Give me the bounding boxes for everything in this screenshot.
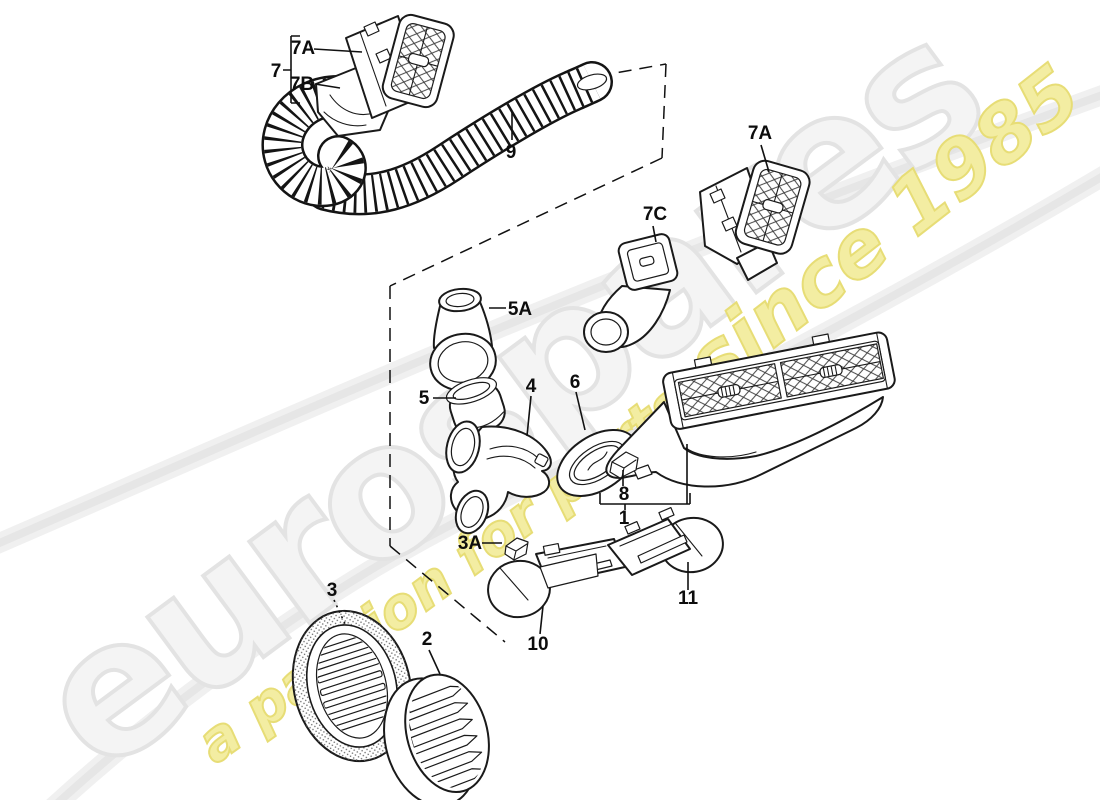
vent-face-7a-top xyxy=(381,13,455,109)
vent-assembly-7-top-left xyxy=(315,13,455,137)
vent-face-7a-right xyxy=(734,159,811,255)
part-label-11: 11 xyxy=(678,588,699,609)
part-label-9: 9 xyxy=(506,142,517,163)
part-label-5: 5 xyxy=(419,388,430,409)
duct-10 xyxy=(487,538,626,619)
center-vent-assembly-1 xyxy=(605,331,896,488)
duct-11 xyxy=(607,506,724,576)
clip-3a xyxy=(504,537,529,561)
part-label-3a: 3A xyxy=(458,533,483,554)
part-label-10: 10 xyxy=(527,634,548,655)
part-label-3: 3 xyxy=(327,580,338,601)
part-label-7: 7 xyxy=(271,61,282,82)
part-number-labels: 7A 7 7B 9 7A 7C 5A 5 4 6 8 1 3A 10 11 3 2 xyxy=(271,38,773,655)
part-label-7c: 7C xyxy=(643,204,668,225)
corrugated-hose xyxy=(261,61,613,216)
part-label-5a: 5A xyxy=(508,299,533,320)
oval-vent-3 xyxy=(291,609,413,763)
part-label-4: 4 xyxy=(526,376,537,397)
elbow-5a xyxy=(429,287,497,392)
oval-vent-2 xyxy=(383,673,490,800)
part-label-7a-left: 7A xyxy=(291,38,316,59)
part-label-2: 2 xyxy=(422,629,433,650)
y-duct-4 xyxy=(445,420,552,535)
part-label-7a-right: 7A xyxy=(748,123,773,144)
vent-grille-1 xyxy=(662,331,896,430)
gasket-6 xyxy=(556,429,638,497)
part-label-8: 8 xyxy=(619,484,630,505)
duct-7c xyxy=(583,233,679,353)
part-label-1: 1 xyxy=(619,508,630,529)
leader-lines xyxy=(283,35,770,675)
vent-assembly-7a-right xyxy=(699,159,811,281)
part-label-7b: 7B xyxy=(290,74,314,95)
part-label-6: 6 xyxy=(570,372,581,393)
